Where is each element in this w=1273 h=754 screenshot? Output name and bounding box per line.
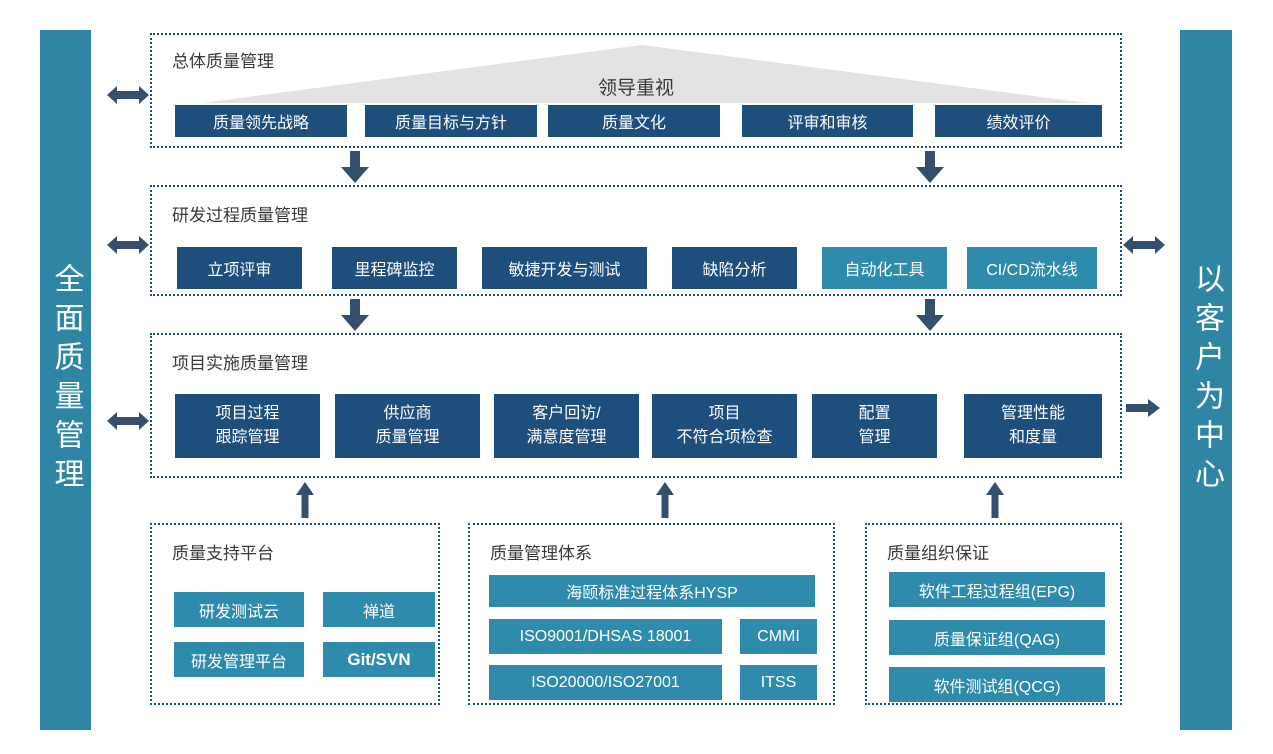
item-agile-dev-testing: 敏捷开发与测试 — [482, 247, 647, 289]
left-right-arrow-icon — [1123, 236, 1165, 254]
item-performance-eval: 绩效评价 — [935, 105, 1102, 137]
box-quality-organization: 质量组织保证 软件工程过程组(EPG) 质量保证组(QAG) 软件测试组(QCG… — [865, 523, 1122, 705]
down-arrow-icon — [916, 299, 944, 331]
up-arrow-icon — [656, 482, 674, 518]
box-quality-support-platform: 质量支持平台 研发测试云 禅道 研发管理平台 Git/SVN — [150, 523, 440, 705]
box-organization-title: 质量组织保证 — [887, 544, 989, 563]
right-arrow-icon — [1126, 399, 1160, 417]
item-git-svn: Git/SVN — [323, 642, 435, 677]
up-arrow-icon — [986, 482, 1004, 518]
item-line: 和度量 — [1008, 429, 1057, 446]
item-rd-test-cloud: 研发测试云 — [174, 592, 304, 627]
down-arrow-icon — [341, 299, 369, 331]
left-right-arrow-icon — [107, 236, 149, 254]
item-customer-visit-satisfaction: 客户回访/ 满意度管理 — [494, 394, 639, 458]
box-system-title: 质量管理体系 — [490, 544, 592, 563]
item-line: 满意度管理 — [526, 429, 607, 446]
item-review-audit: 评审和审核 — [742, 105, 913, 137]
right-banner-label: 以客户为中心 — [1190, 263, 1223, 497]
box-platform-title: 质量支持平台 — [172, 544, 274, 563]
item-project-initiation-review: 立项评审 — [177, 247, 302, 289]
right-banner: 以客户为中心 — [1180, 30, 1232, 730]
item-iso9001: ISO9001/DHSAS 18001 — [489, 619, 722, 654]
item-epg: 软件工程过程组(EPG) — [889, 572, 1105, 607]
item-hysp: 海颐标准过程体系HYSP — [489, 575, 815, 607]
item-line: 质量管理 — [375, 429, 440, 446]
left-banner-label: 全面质量管理 — [49, 263, 83, 497]
item-rd-mgmt-platform: 研发管理平台 — [174, 642, 304, 677]
item-configuration-mgmt: 配置 管理 — [812, 394, 937, 458]
item-line: 管理 — [858, 429, 891, 446]
left-banner: 全面质量管理 — [40, 30, 91, 730]
item-line: 管理性能 — [1000, 405, 1065, 422]
item-qcg: 软件测试组(QCG) — [889, 667, 1105, 702]
item-cmmi: CMMI — [740, 619, 817, 654]
item-qag: 质量保证组(QAG) — [889, 620, 1105, 655]
item-milestone-monitoring: 里程碑监控 — [332, 247, 457, 289]
item-quality-culture: 质量文化 — [548, 105, 720, 137]
box-quality-management-system: 质量管理体系 海颐标准过程体系HYSP ISO9001/DHSAS 18001 … — [468, 523, 835, 705]
item-zentao: 禅道 — [323, 592, 435, 627]
item-line: 客户回访/ — [532, 405, 601, 422]
leadership-label: 领导重视 — [597, 78, 674, 99]
item-line: 不符合项检查 — [676, 429, 773, 446]
left-right-arrow-icon — [107, 412, 149, 430]
item-line: 配置 — [858, 405, 891, 422]
section-rd-title: 研发过程质量管理 — [172, 206, 308, 225]
item-cicd-pipeline: CI/CD流水线 — [967, 247, 1097, 289]
leadership-triangle — [202, 45, 1087, 103]
item-line: 供应商 — [383, 405, 432, 422]
item-quality-leading-strategy: 质量领先战略 — [175, 105, 347, 137]
section-overall-quality: 领导重视 总体质量管理 质量领先战略 质量目标与方针 质量文化 评审和审核 绩效… — [150, 33, 1122, 148]
item-line: 项目 — [708, 405, 741, 422]
section-rd-process-quality: 研发过程质量管理 立项评审 里程碑监控 敏捷开发与测试 缺陷分析 自动化工具 C… — [150, 185, 1122, 296]
section-overall-title: 总体质量管理 — [172, 52, 274, 71]
item-project-tracking: 项目过程 跟踪管理 — [175, 394, 320, 458]
item-supplier-quality: 供应商 质量管理 — [335, 394, 480, 458]
down-arrow-icon — [916, 151, 944, 183]
up-arrow-icon — [296, 482, 314, 518]
down-arrow-icon — [341, 151, 369, 183]
item-automation-tools: 自动化工具 — [822, 247, 947, 289]
section-project-implementation-quality: 项目实施质量管理 项目过程 跟踪管理 供应商 质量管理 客户回访/ 满意度管理 … — [150, 333, 1122, 478]
item-defect-analysis: 缺陷分析 — [672, 247, 797, 289]
left-right-arrow-icon — [107, 86, 149, 104]
item-line: 项目过程 — [215, 405, 280, 422]
item-nonconformity-check: 项目 不符合项检查 — [652, 394, 797, 458]
item-line: 跟踪管理 — [215, 429, 280, 446]
item-performance-measurement: 管理性能 和度量 — [964, 394, 1102, 458]
item-quality-goals-policy: 质量目标与方针 — [365, 105, 537, 137]
section-project-title: 项目实施质量管理 — [172, 354, 308, 373]
item-iso20000: ISO20000/ISO27001 — [489, 665, 722, 700]
item-itss: ITSS — [740, 665, 817, 700]
